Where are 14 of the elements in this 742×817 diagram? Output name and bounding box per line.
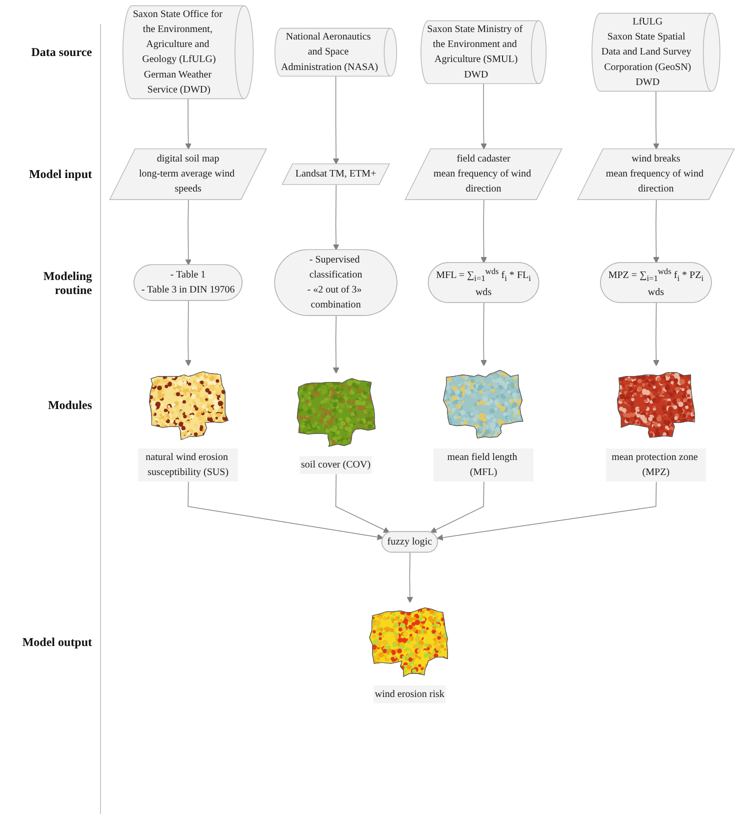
row-label: Data source: [31, 45, 92, 60]
node-text: Saxon State Office for the Environment, Agriculture and Geology (LfULG) German Weather Service (DWD): [132, 9, 223, 96]
node-label: soil cover (COV): [301, 460, 371, 470]
node-text: Saxon State Ministry of the Environment and Agriculture (SMUL) DWD: [427, 24, 523, 80]
node-label: natural wind erosion susceptibility (SUS): [146, 452, 229, 478]
row-label: Model output: [22, 634, 92, 649]
node-label: mean protection zone (MPZ): [612, 452, 698, 478]
node-label: mean field length (MFL): [447, 452, 518, 478]
row-label: Modeling routine: [42, 268, 92, 297]
node-text: National Aeronautics and Space Administration (NASA): [281, 32, 378, 73]
row-label: Modules: [48, 398, 92, 412]
node-label: wind erosion risk: [374, 688, 444, 700]
node-text: LfULG Saxon State Spatial Data and Land Survey Corporation (GeoSN) DWD: [601, 16, 692, 88]
row-label: Model input: [28, 167, 92, 182]
